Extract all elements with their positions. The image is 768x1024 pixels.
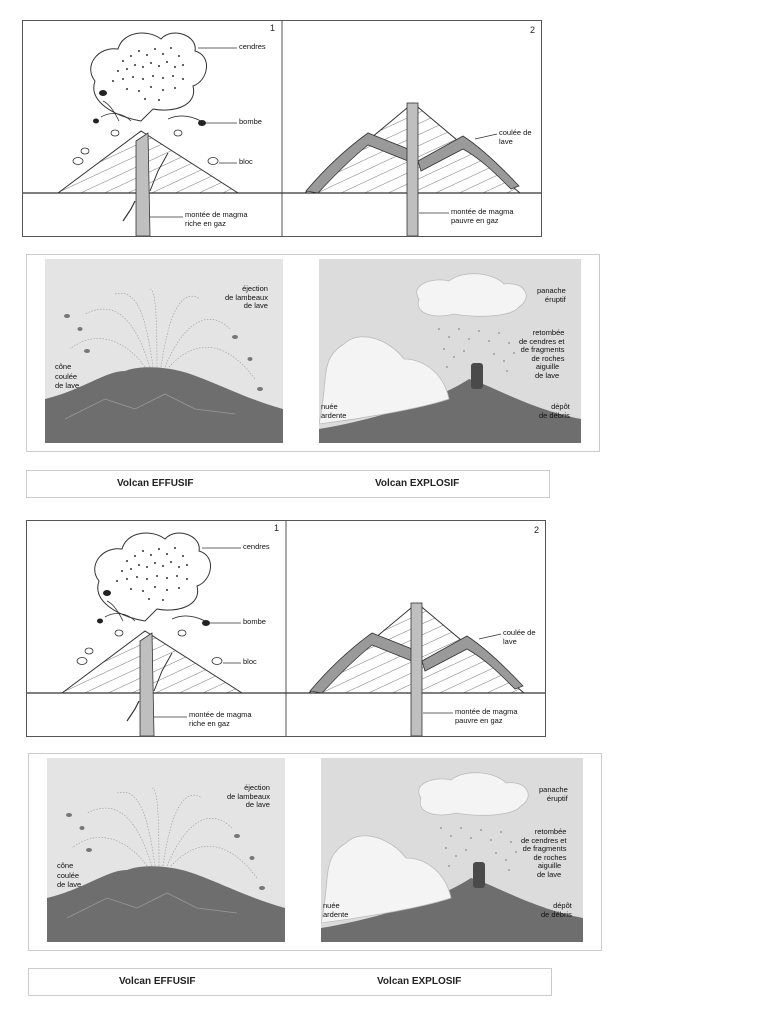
caption-row: Volcan EFFUSIF Volcan EXPLOSIF — [28, 968, 552, 996]
fallout-dots — [438, 328, 515, 372]
label-bloc: bloc — [239, 157, 253, 166]
label-cendres: cendres — [243, 542, 270, 551]
label-bloc: bloc — [243, 657, 257, 666]
effusive-mountain-shape — [45, 367, 283, 443]
caption-explosive: Volcan EXPLOSIF — [375, 478, 460, 489]
conduit-2-shape — [406, 102, 419, 236]
panel-number-1: 1 — [270, 23, 276, 33]
label-bombe: bombe — [239, 117, 262, 126]
ash-cloud-shape — [90, 32, 207, 122]
eruptive-plume-shape — [416, 273, 527, 317]
caption-effusive: Volcan EFFUSIF — [117, 478, 194, 489]
panel-number-2: 2 — [534, 525, 540, 535]
pyroclastic-cloud-shape — [319, 336, 450, 425]
label-bombe: bombe — [243, 617, 266, 626]
label-cone: cône — [55, 362, 72, 371]
volcano-schematic-drawing — [27, 521, 545, 736]
caption-row: Volcan EFFUSIF Volcan EXPLOSIF — [26, 470, 550, 498]
ash-dots — [112, 47, 184, 101]
conduit-1-shape — [135, 132, 151, 236]
explosive-mountain-shape — [319, 379, 581, 443]
lava-flow-right-shape — [417, 135, 520, 190]
label-cendres: cendres — [239, 42, 266, 51]
caption-explosive: Volcan EXPLOSIF — [377, 976, 462, 987]
caption-effusive: Volcan EFFUSIF — [119, 976, 196, 987]
lava-needle-shape — [471, 363, 483, 389]
lava-fountain-trails — [69, 288, 256, 380]
volcano-schematic-drawing — [23, 21, 541, 236]
panel-number-1: 1 — [274, 523, 280, 533]
panel-number-2: 2 — [530, 25, 536, 35]
label-cone: cône — [57, 861, 74, 870]
bomb-icon — [99, 90, 107, 96]
